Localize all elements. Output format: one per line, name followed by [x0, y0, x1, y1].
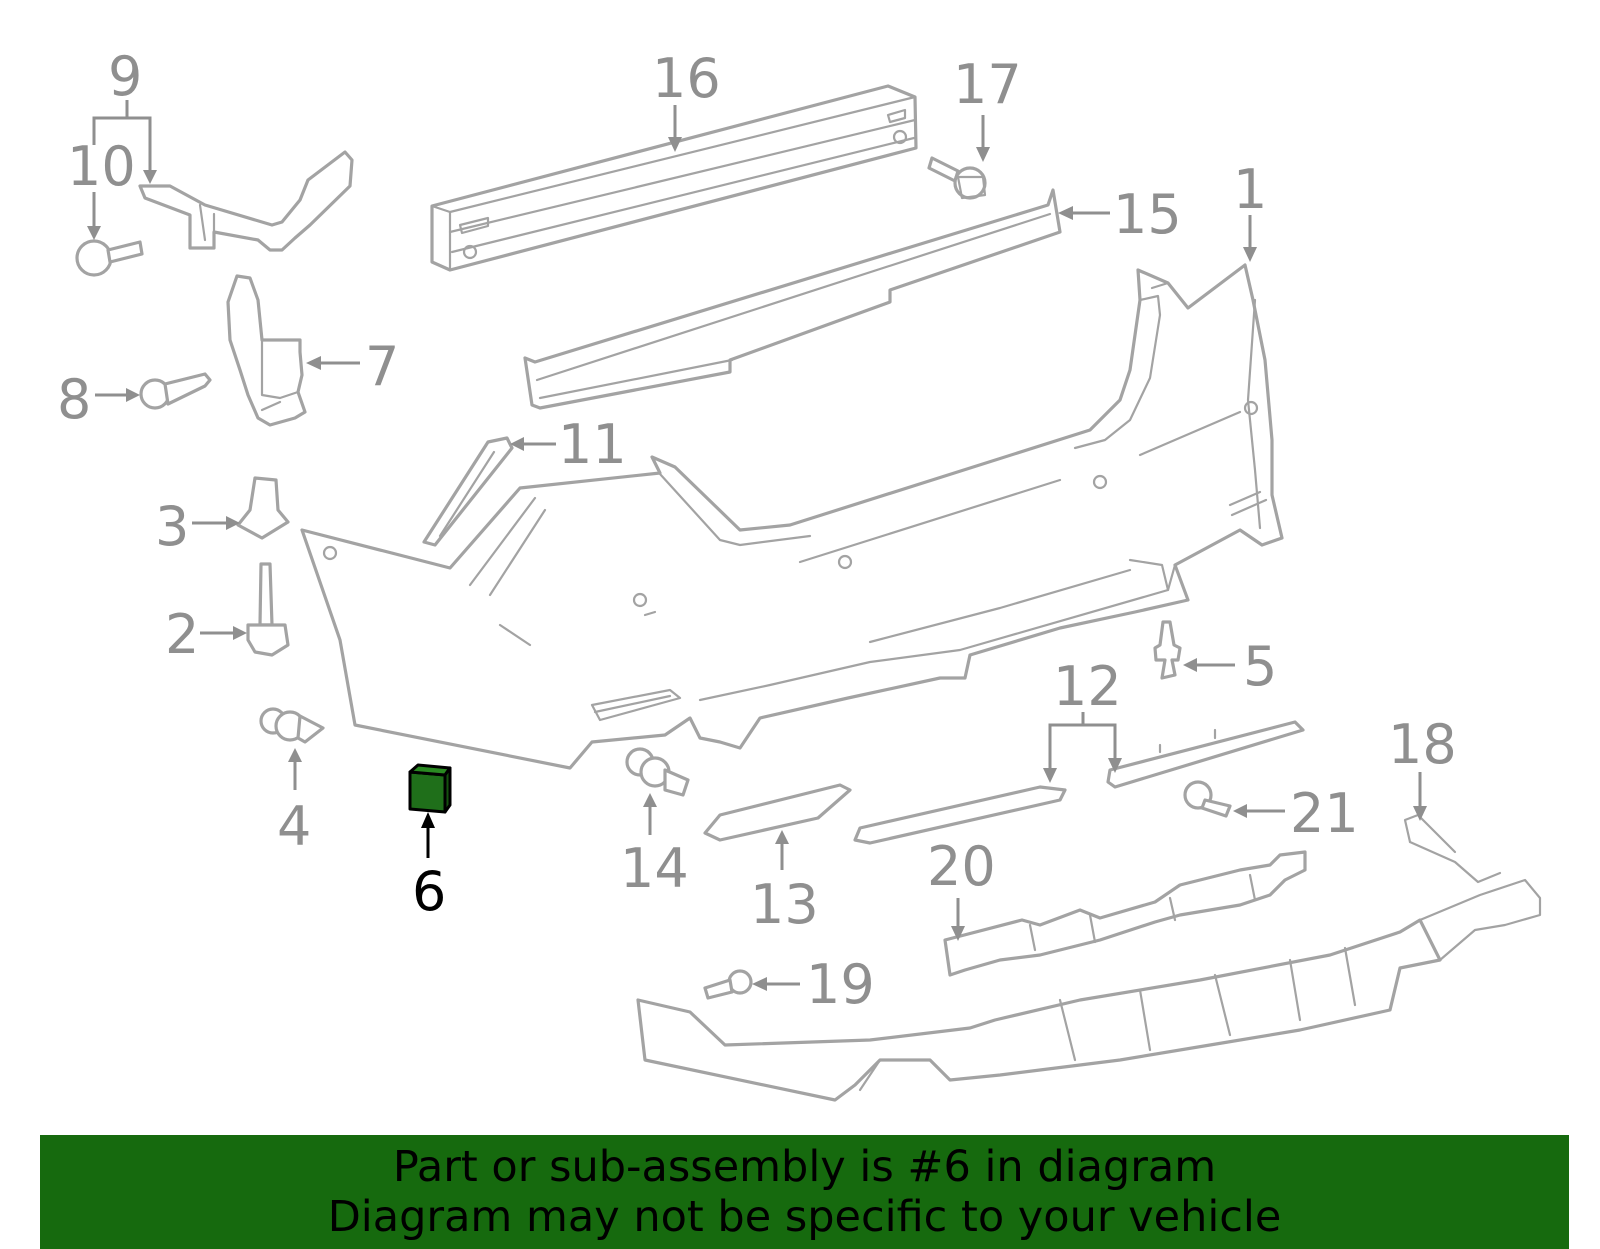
- part-9-bracket: [138, 150, 354, 252]
- callout-17: 17: [953, 53, 1022, 116]
- callout-14: 14: [620, 837, 689, 900]
- callout-5: 5: [1243, 635, 1277, 698]
- part-14-clip: [625, 747, 690, 797]
- part-12-moldings: [853, 720, 1305, 845]
- leader-lines: [87, 100, 1427, 991]
- part-6-pad-top: [408, 763, 452, 777]
- part-6-pad: [408, 763, 452, 814]
- part-10-bolt: [75, 239, 144, 277]
- callout-2: 2: [165, 603, 199, 666]
- callout-labels: 1 2 3 4 5 6 7 8 9 10 11 12 13 14 15 16 1…: [57, 45, 1457, 1016]
- part-18-diffuser: [636, 813, 1542, 1102]
- callout-18: 18: [1388, 713, 1457, 776]
- part-3-retainer: [236, 476, 290, 540]
- callout-16: 16: [652, 47, 721, 110]
- callout-12: 12: [1053, 655, 1122, 718]
- callout-3: 3: [155, 495, 189, 558]
- part-7-side-bracket: [226, 274, 307, 427]
- callout-20: 20: [927, 835, 996, 898]
- callout-9: 9: [108, 45, 142, 108]
- banner-line-disclaimer: Diagram may not be specific to your vehi…: [327, 1192, 1282, 1242]
- part-6-pad-side: [443, 766, 452, 814]
- part-15-energy-absorber: [523, 188, 1062, 410]
- callout-8: 8: [57, 368, 91, 431]
- callout-13: 13: [750, 873, 819, 936]
- part-11-reflector: [422, 436, 514, 547]
- part-8-clip: [139, 372, 212, 410]
- part-1-bumper-cover: [300, 263, 1284, 770]
- part-19-clip: [703, 969, 753, 1000]
- callout-19: 19: [806, 953, 875, 1016]
- callout-15: 15: [1113, 183, 1182, 246]
- banner-line-part: Part or sub-assembly is #6 in diagram: [392, 1142, 1217, 1192]
- callout-1: 1: [1233, 158, 1267, 221]
- part-2-screw: [246, 562, 290, 657]
- callout-10: 10: [67, 135, 136, 198]
- part-21-bolt: [1183, 780, 1232, 818]
- info-banner: Part or sub-assembly is #6 in diagram Di…: [40, 1135, 1569, 1249]
- part-6-pad-front: [408, 770, 447, 814]
- part-17-bolt: [927, 156, 987, 200]
- part-16-reinforcement-beam: [430, 84, 918, 272]
- part-20-bracket: [943, 850, 1307, 977]
- callout-6: 6: [412, 860, 446, 923]
- callout-11: 11: [558, 413, 627, 476]
- callout-7: 7: [365, 335, 399, 398]
- part-13-reflector: [703, 783, 852, 842]
- callout-21: 21: [1290, 782, 1359, 845]
- callout-4: 4: [277, 795, 311, 858]
- part-4-clip: [259, 707, 325, 744]
- part-5-clip: [1153, 620, 1182, 680]
